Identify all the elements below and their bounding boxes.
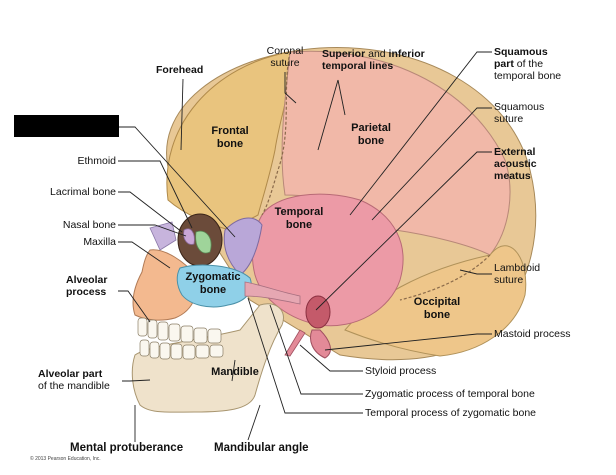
label-external-acoustic-meatus: External acoustic meatus — [494, 146, 537, 182]
zygomatic-bone — [176, 264, 252, 308]
bone-label-parietal-line2: bone — [357, 134, 385, 147]
label-alveolar-part-line2: of the mandible — [38, 380, 110, 392]
bone-label-parietal: Parietal bone — [338, 122, 404, 147]
bone-label-zygomatic: Zygomatic bone — [178, 271, 248, 296]
bone-label-parietal-line1: Parietal — [351, 122, 391, 134]
copyright-notice: © 2013 Pearson Education, Inc. — [30, 456, 101, 462]
leader-lines — [118, 51, 492, 442]
bone-label-frontal-line1: Frontal — [211, 125, 249, 137]
bone-label-zygomatic-line1: Zygomatic — [185, 271, 241, 283]
label-lambdoid-suture: Lambdoid suture — [494, 262, 540, 286]
bone-label-zygomatic-line2: bone — [199, 283, 227, 296]
bone-label-frontal-line2: bone — [216, 137, 244, 150]
label-temporal-process: Temporal process of zygomatic bone — [365, 407, 536, 419]
label-forehead: Forehead — [156, 64, 204, 76]
label-lacrimal-bone: Lacrimal bone — [50, 186, 116, 198]
lacrimal-bone — [183, 228, 195, 245]
nasal-bone — [149, 221, 177, 251]
label-squamous-suture-line2: suture — [494, 113, 524, 125]
label-squamous-part-of-the: of the — [513, 58, 544, 70]
bone-label-occipital: Occipital bone — [404, 296, 470, 321]
label-squamous-part: Squamous part of the temporal bone — [494, 46, 561, 82]
label-alveolar-process: Alveolar process — [66, 274, 107, 298]
temporal-bone — [251, 193, 404, 327]
redacted-label — [14, 115, 119, 137]
bone-label-occipital-line2: bone — [423, 308, 451, 321]
label-coronal-suture-line1: Coronal — [266, 45, 304, 57]
label-alveolar-part-mandible: Alveolar part of the mandible — [38, 368, 110, 392]
bone-label-temporal: Temporal bone — [266, 206, 332, 231]
label-lambdoid-suture-line2: suture — [494, 274, 524, 286]
mastoid-process — [310, 329, 331, 359]
bone-label-temporal-line2: bone — [285, 218, 313, 231]
zygomatic-arch — [244, 281, 301, 305]
label-external-acoustic-meatus-line3: meatus — [494, 170, 531, 182]
label-external-acoustic-meatus-line1: External — [494, 146, 536, 158]
sphenoid-bone — [223, 217, 263, 276]
bone-label-occipital-line1: Occipital — [413, 296, 461, 308]
label-squamous-suture-line1: Squamous — [494, 101, 545, 113]
label-squamous-part-part: part — [494, 58, 514, 70]
lambdoid-suture-line — [399, 254, 491, 301]
label-superior: Superior — [322, 48, 366, 60]
label-alveolar-process-line2: process — [66, 286, 107, 298]
label-nasal-bone: Nasal bone — [62, 219, 116, 231]
label-inferior: inferior — [388, 48, 425, 60]
label-mental-protuberance: Mental protuberance — [70, 442, 184, 454]
label-alveolar-part-line1: Alveolar part — [38, 368, 103, 380]
coronal-suture-line — [261, 51, 291, 216]
external-acoustic-meatus — [305, 295, 331, 329]
label-ethmoid: Ethmoid — [77, 155, 116, 167]
label-external-acoustic-meatus-line2: acoustic — [494, 158, 537, 170]
label-superior-inferior-temporal-lines: Superior and inferior temporal lines — [322, 48, 425, 72]
label-mandibular-angle: Mandibular angle — [214, 442, 309, 454]
label-temporal-lines: temporal lines — [322, 60, 394, 72]
bone-label-temporal-line1: Temporal — [274, 206, 324, 218]
lower-teeth — [139, 339, 224, 360]
upper-teeth — [137, 317, 222, 344]
label-squamous-part-line1: Squamous — [494, 46, 548, 58]
label-styloid-process: Styloid process — [365, 365, 437, 377]
label-maxilla: Maxilla — [83, 236, 116, 248]
bone-label-mandible: Mandible — [211, 366, 259, 378]
ethmoid-bone — [195, 230, 212, 254]
styloid-process — [284, 329, 306, 357]
bone-label-frontal: Frontal bone — [200, 125, 260, 150]
parietal-bone — [281, 50, 511, 256]
label-squamous-suture: Squamous suture — [494, 101, 544, 125]
label-and: and — [365, 48, 389, 60]
label-zygomatic-process: Zygomatic process of temporal bone — [365, 388, 535, 400]
label-coronal-suture-line2: suture — [270, 57, 300, 69]
label-mastoid-process: Mastoid process — [494, 328, 571, 340]
label-coronal-suture: Coronal suture — [260, 45, 310, 69]
label-squamous-part-line3: temporal bone — [494, 70, 562, 82]
label-alveolar-process-line1: Alveolar — [66, 274, 108, 286]
frontal-bone — [166, 51, 292, 231]
label-lambdoid-suture-line1: Lambdoid — [494, 262, 541, 274]
